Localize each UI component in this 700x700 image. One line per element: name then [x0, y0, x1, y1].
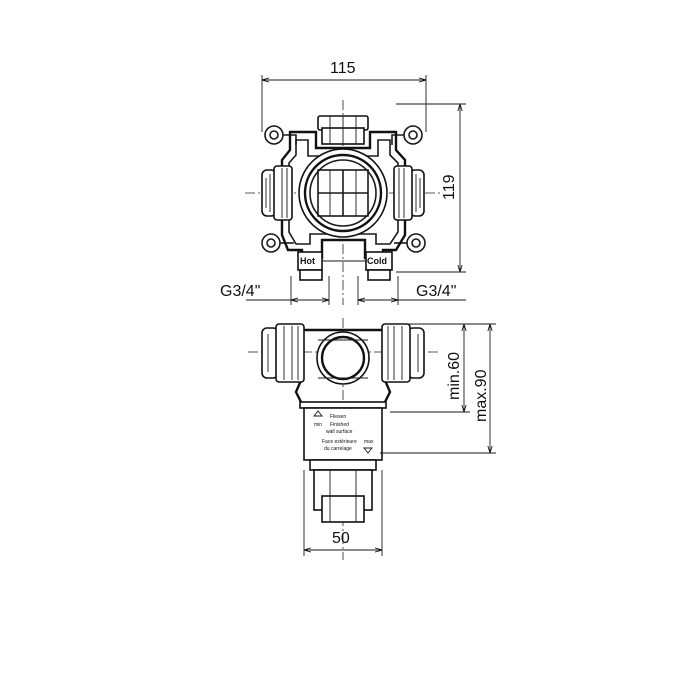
label-line7: max [364, 439, 374, 445]
mounting-lug-bottom-left [261, 233, 294, 253]
dimension-thread-left: G3/4" [220, 276, 330, 305]
side-stem [309, 459, 377, 523]
dimension-max-depth-label: max.90 [473, 369, 490, 422]
mounting-lug-top-left [264, 125, 297, 145]
label-line3: Finished [330, 422, 349, 428]
side-central-outlet [316, 331, 370, 385]
label-plate: Fliesen min Finished wall surface Face e… [303, 407, 383, 461]
mounting-lug-top-right [391, 125, 423, 145]
dimension-max-depth: max.90 [380, 323, 496, 454]
label-line1: Fliesen [330, 414, 346, 420]
valve-body-top [298, 148, 388, 238]
dimension-width-top-label: 115 [330, 60, 356, 77]
right-connector [393, 165, 425, 221]
port-cold-label: Cold [367, 256, 387, 266]
label-line5: Face extérieure [322, 439, 357, 445]
dimension-height-top: 119 [396, 103, 466, 273]
dimension-thread-left-label: G3/4" [220, 283, 260, 300]
mounting-lug-bottom-right [394, 233, 426, 253]
dimension-height-top-label: 119 [441, 174, 458, 200]
port-cold: Cold [365, 251, 393, 281]
top-view: Hot Cold 115 119 G3/4" [220, 60, 466, 305]
side-flange [299, 401, 387, 409]
left-connector [261, 165, 293, 221]
dimension-min-depth-label: min.60 [446, 352, 463, 400]
top-cap [317, 115, 369, 145]
dimension-min-depth: min.60 [384, 323, 470, 413]
dimension-width-bottom: 50 [303, 470, 383, 556]
side-right-connector [381, 323, 425, 383]
side-left-connector [261, 323, 305, 383]
dimension-thread-right: G3/4" [357, 276, 466, 305]
port-hot-label: Hot [300, 256, 315, 266]
port-hot: Hot [297, 251, 323, 281]
dimension-width-top: 115 [261, 60, 427, 132]
label-line6: du carrelage [324, 446, 352, 452]
dimension-width-bottom-label: 50 [332, 530, 350, 547]
dimension-thread-right-label: G3/4" [416, 283, 456, 300]
side-view: Fliesen min Finished wall surface Face e… [248, 318, 496, 560]
label-line4: wall surface [326, 429, 353, 435]
label-line2: min [314, 422, 322, 428]
